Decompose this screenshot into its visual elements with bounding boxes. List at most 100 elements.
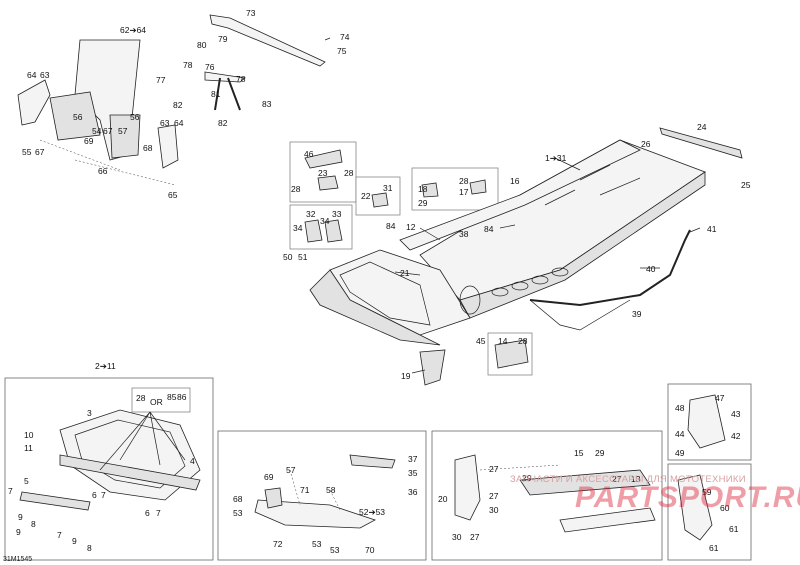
- part-callout: 31: [383, 183, 393, 193]
- part-callout: 22: [361, 191, 371, 201]
- part-callout: 58: [326, 485, 336, 495]
- part-callout: 55: [22, 147, 32, 157]
- part-callout: 1➔31: [545, 153, 567, 163]
- part-callout: 57: [118, 126, 128, 136]
- part-callout: 67: [103, 126, 113, 136]
- part-callout: 4: [190, 456, 195, 466]
- part-callout: 61: [709, 543, 719, 553]
- center-bracket: [254, 454, 396, 529]
- part-callout: 21: [400, 268, 410, 278]
- part-callout: 29: [418, 198, 428, 208]
- part-callout: 53: [233, 508, 243, 518]
- part-callout: 9: [72, 536, 77, 546]
- part-callout: 11: [24, 443, 33, 453]
- part-callout: 76: [205, 62, 215, 72]
- part-callout: 25: [741, 180, 751, 190]
- part-callout: 81: [211, 89, 221, 99]
- part-callout: 60: [720, 503, 730, 513]
- part-callout: 44: [675, 429, 685, 439]
- part-callout: 64: [174, 118, 184, 128]
- part-callout: 30: [452, 532, 462, 542]
- part-callout: OR: [150, 397, 163, 407]
- part-callout: 51: [298, 252, 308, 262]
- part-callout: 27: [489, 491, 499, 501]
- part-callout: 33: [332, 209, 342, 219]
- part-callout: 12: [406, 222, 416, 232]
- part-callout: 9: [16, 527, 21, 537]
- part-callout: 34: [320, 216, 330, 226]
- part-callout: 20: [438, 494, 448, 504]
- part-callout: 83: [262, 99, 272, 109]
- part-callout: 28: [518, 336, 528, 346]
- part-callout: 75: [337, 46, 347, 56]
- part-callout: 5: [24, 476, 29, 486]
- fastener-options-box: [131, 387, 191, 413]
- part-callout: 27: [612, 474, 622, 484]
- part-callout: 15: [574, 448, 584, 458]
- part-callout: 78: [183, 60, 193, 70]
- part-callout: 40: [646, 264, 656, 274]
- part-callout: 13: [631, 474, 641, 484]
- part-callout: 53: [330, 545, 340, 555]
- part-callout: 34: [293, 223, 303, 233]
- steering-support-bar: [209, 14, 326, 67]
- part-callout: 46: [304, 149, 314, 159]
- part-callout: 8: [31, 519, 36, 529]
- drawing-code: 31M1545: [3, 556, 33, 563]
- rear-bumper-bar: [659, 127, 743, 159]
- part-callout: 17: [459, 187, 469, 197]
- part-callout: 74: [340, 32, 350, 42]
- part-callout: 61: [729, 524, 739, 534]
- part-callout: 29: [595, 448, 605, 458]
- part-callout: 67: [35, 147, 45, 157]
- part-callout: 80: [197, 40, 207, 50]
- part-callout: 82: [173, 100, 183, 110]
- bracket-inset-box-4: [289, 204, 353, 250]
- part-callout: 69: [84, 136, 94, 146]
- part-callout: 14: [498, 336, 508, 346]
- part-callout: 53: [312, 539, 322, 549]
- part-callout: 27: [489, 464, 499, 474]
- part-callout: 64: [27, 70, 37, 80]
- bracket-inset-box-1: [289, 141, 357, 203]
- part-callout: 52➔53: [359, 507, 386, 517]
- small-brackets: [304, 149, 529, 386]
- part-callout: 57: [286, 465, 296, 475]
- part-callout: 56: [73, 112, 83, 122]
- part-callout: 7: [101, 490, 106, 500]
- part-callout: 84: [386, 221, 396, 231]
- part-callout: 7: [8, 486, 13, 496]
- part-callout: 62➔64: [120, 25, 147, 35]
- part-callout: 72: [273, 539, 283, 549]
- part-callout: 29: [522, 473, 532, 483]
- part-callout: 65: [168, 190, 178, 200]
- part-callout: 66: [98, 166, 108, 176]
- part-callout: 28: [344, 168, 354, 178]
- part-callout: 79: [218, 34, 228, 44]
- part-callout: 18: [418, 184, 428, 194]
- part-callout: 39: [632, 309, 642, 319]
- part-callout: 30: [489, 505, 499, 515]
- part-callout: 47: [715, 393, 725, 403]
- part-callout: 77: [156, 75, 166, 85]
- part-callout: 8: [87, 543, 92, 553]
- part-callout: 68: [233, 494, 243, 504]
- part-callout: 85: [167, 392, 177, 402]
- part-callout: 10: [24, 430, 34, 440]
- side-panel: [454, 454, 656, 533]
- front-suspension-box: [4, 377, 214, 561]
- part-callout: 78: [236, 74, 246, 84]
- side-panel-box: [431, 430, 663, 561]
- part-callout: 19: [401, 371, 411, 381]
- part-callout: 28: [291, 184, 301, 194]
- part-callout: 82: [218, 118, 228, 128]
- main-chassis-frame: [309, 139, 706, 346]
- part-callout: 48: [675, 403, 685, 413]
- part-callout: 16: [510, 176, 520, 186]
- part-callout: 69: [264, 472, 274, 482]
- part-callout: 68: [143, 143, 153, 153]
- front-suspension-frame: [19, 409, 201, 511]
- part-callout: 9: [18, 512, 23, 522]
